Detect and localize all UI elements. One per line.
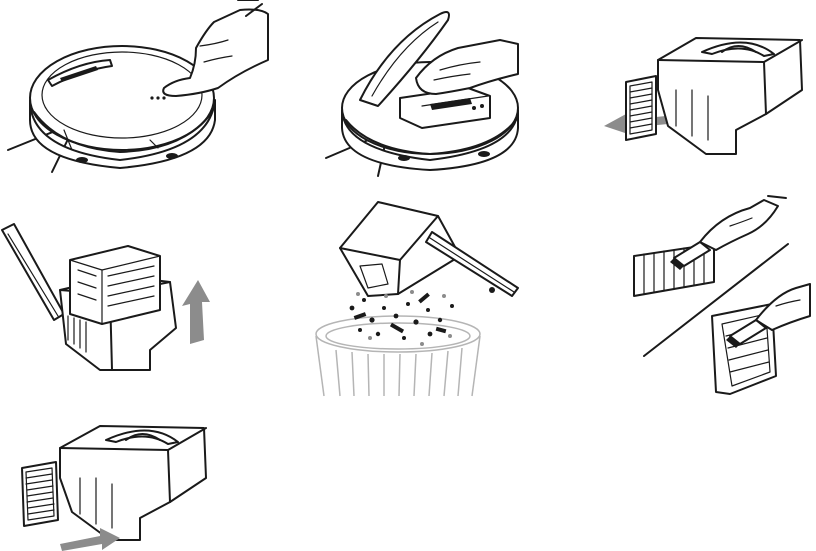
step-2-remove-dustbin [320,0,530,180]
brush-clean-filters-icon [630,196,810,396]
step-6-clean-filters [630,196,810,396]
pull-out-filter-icon [596,30,812,160]
step-7-reinsert-filter [20,420,220,551]
lift-direction-arrow [182,280,210,344]
reinsert-filter-icon [20,420,220,551]
open-lid-remove-dustbin-icon [320,0,530,180]
step-5-empty-dustbin [312,196,532,396]
open-dustbin-lift-screen-icon [0,220,225,380]
step-4-lift-screen [0,220,225,380]
step-3-pull-out-filter [596,30,812,160]
step-1-press-button [0,0,260,180]
empty-dustbin-icon [312,196,532,396]
press-button-on-robot-icon [0,0,260,180]
